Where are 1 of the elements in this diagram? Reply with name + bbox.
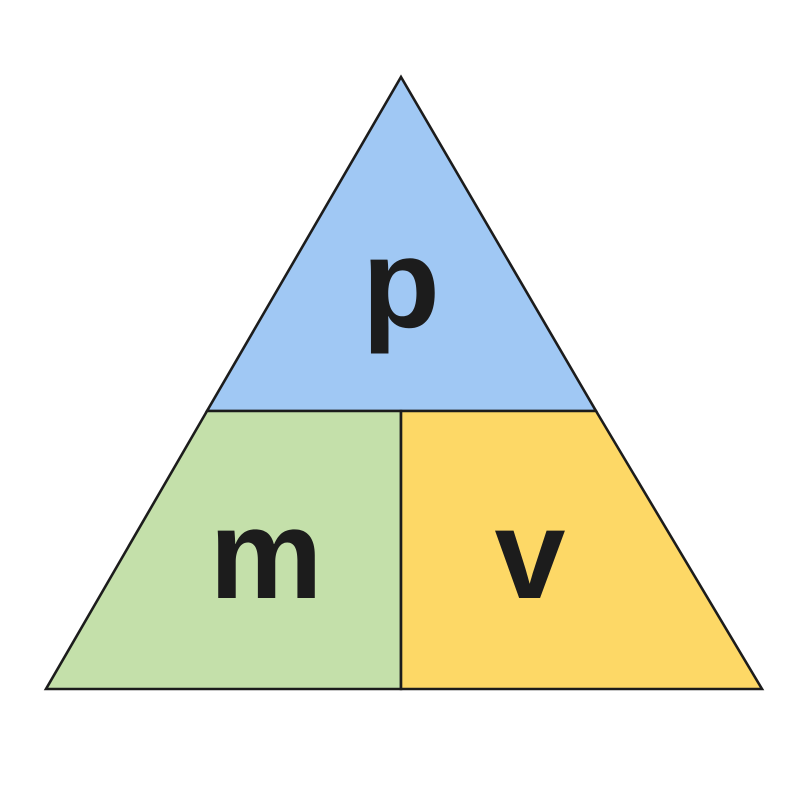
- trapezoid-section: v: [400, 410, 764, 690]
